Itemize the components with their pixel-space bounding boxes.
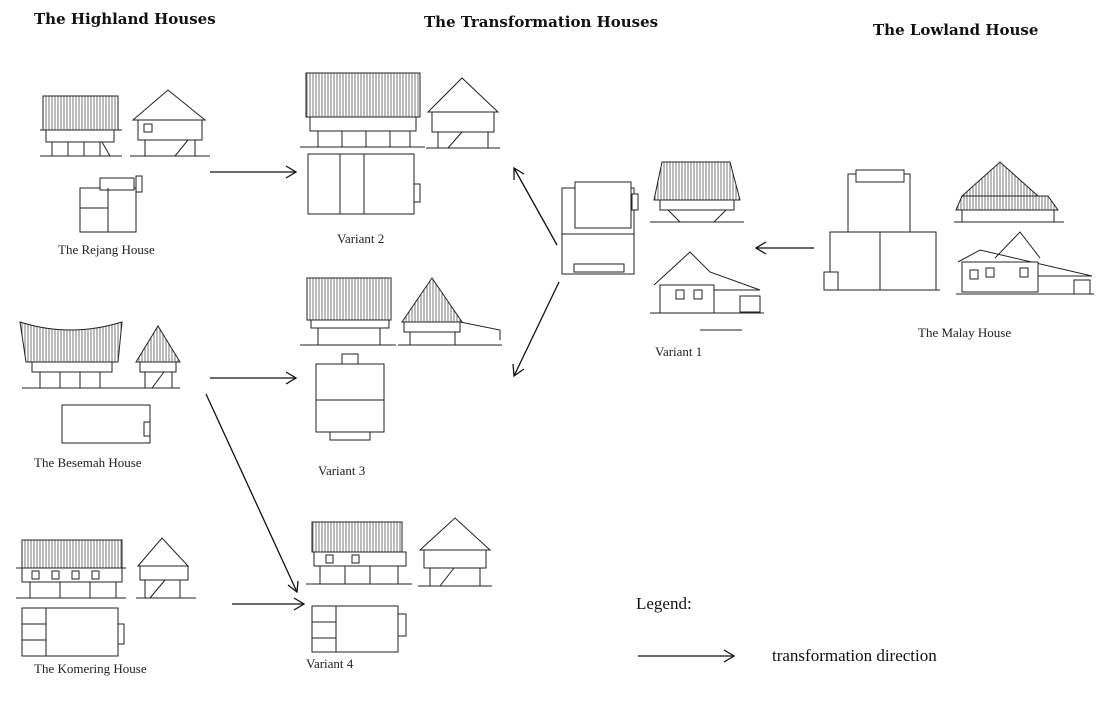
variant-2-drawing bbox=[300, 72, 500, 215]
variant-2-caption: Variant 2 bbox=[337, 231, 385, 246]
variant-3-caption: Variant 3 bbox=[318, 463, 366, 478]
legend-arrow-label: transformation direction bbox=[772, 646, 937, 665]
arrow-komering-to-variant-4 bbox=[232, 597, 306, 611]
variant-4-caption: Variant 4 bbox=[306, 656, 354, 671]
arrow-malay-to-variant-1 bbox=[754, 241, 814, 255]
besemah-house-caption: The Besemah House bbox=[34, 455, 142, 470]
arrow-variant-1-to-variant-2 bbox=[513, 166, 558, 246]
variant-1-drawing bbox=[561, 161, 764, 331]
arrow-besemah-to-variant-3 bbox=[210, 371, 298, 385]
rejang-house-drawing bbox=[40, 89, 210, 233]
komering-house-drawing bbox=[16, 537, 196, 657]
arrow-rejang-to-variant-2 bbox=[210, 165, 298, 179]
malay-house-drawing bbox=[823, 161, 1094, 295]
besemah-house-drawing bbox=[19, 321, 181, 444]
arrow-besemah-to-variant-4 bbox=[205, 393, 299, 594]
highland-houses-header: The Highland Houses bbox=[34, 10, 216, 28]
rejang-house-caption: The Rejang House bbox=[58, 242, 155, 257]
legend-title: Legend: bbox=[636, 594, 692, 613]
komering-house-caption: The Komering House bbox=[34, 661, 147, 676]
lowland-house-header: The Lowland House bbox=[873, 21, 1039, 39]
legend-arrow bbox=[638, 649, 736, 663]
malay-house-caption: The Malay House bbox=[918, 325, 1012, 340]
arrow-variant-1-to-variant-3 bbox=[512, 281, 560, 378]
variant-4-drawing bbox=[306, 517, 492, 653]
variant-1-caption: Variant 1 bbox=[655, 344, 703, 359]
variant-3-drawing bbox=[300, 277, 502, 441]
transformation-houses-header: The Transformation Houses bbox=[424, 13, 659, 31]
